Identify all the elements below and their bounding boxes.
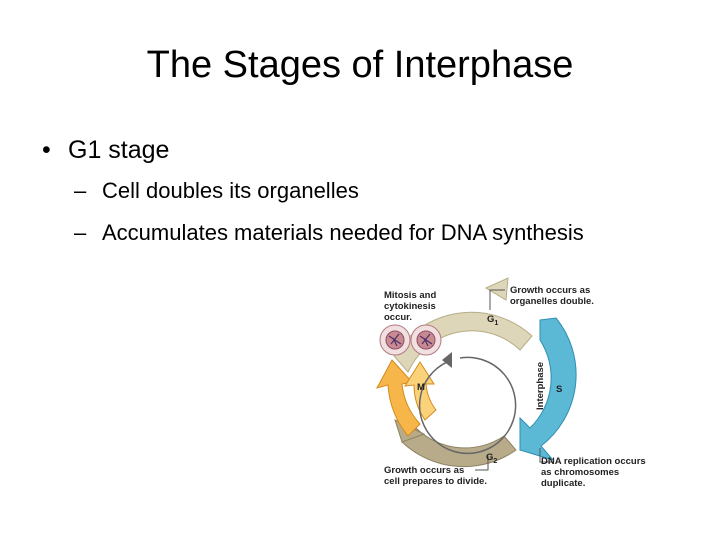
g2-label: G2 [486,452,497,465]
dash: – [74,178,87,203]
g1-label: G1 [487,314,498,327]
s-arc [519,317,577,461]
bullet-text: G1 stage [68,136,170,164]
g1-growth-caption: Growth occurs as organelles double. [510,285,594,307]
mitosis-caption: Mitosis and cytokinesis occur. [384,290,439,323]
g2-growth-caption: Growth occurs as cell prepares to divide… [384,465,487,487]
s-label: S [556,384,562,395]
g1-caption-leader [489,289,505,310]
m-arrow-2 [404,361,437,421]
inner-cycle-arrow [418,356,517,455]
inner-arrowhead [442,352,452,368]
slide-title: The Stages of Interphase [146,44,574,86]
m-label: M [417,382,425,393]
interphase-label: Interphase [535,362,546,410]
g1-arrowhead [484,277,509,301]
dash: – [74,220,87,245]
dna-caption-leader [539,448,553,463]
dividing-cells [379,324,442,356]
subpoint-text: Cell doubles its organelles [102,178,359,203]
subpoint-organelles: –Cell doubles its organelles [74,178,359,204]
g2-caption-leader [475,456,489,471]
bullet-dot: • [42,136,51,164]
dna-replication-caption: DNA replication occurs as chromosomes du… [541,456,648,489]
subpoint-text: Accumulates materials needed for DNA syn… [102,220,584,245]
bullet-g1-stage: • G1 stage [42,136,169,165]
subpoint-materials: –Accumulates materials needed for DNA sy… [74,220,584,246]
